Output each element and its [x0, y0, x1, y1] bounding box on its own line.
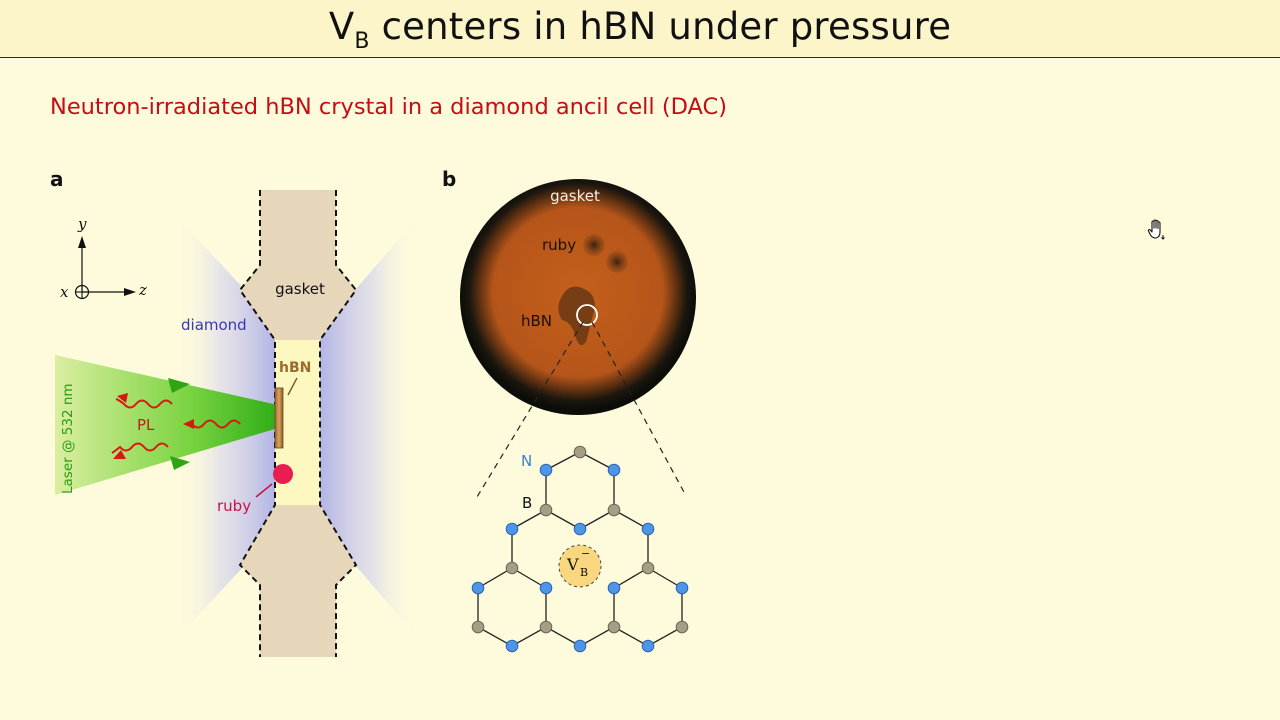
boron-atom: [607, 503, 621, 517]
pl-wave-bottom: [111, 442, 169, 454]
nitrogen-atom: [641, 639, 655, 653]
nitrogen-atom: [641, 522, 655, 536]
boron-atom: [641, 561, 655, 575]
lattice-bond: [647, 567, 683, 589]
nitrogen-atom: [539, 581, 553, 595]
slide-title: VB centers in hBN under pressure: [0, 0, 1280, 57]
hbn-label-a: hBN: [279, 360, 311, 376]
nitrogen-atom: [607, 581, 621, 595]
pl-label: PL: [137, 416, 155, 434]
gasket-outline-right: [319, 190, 358, 657]
boron-atom: [607, 620, 621, 634]
ruby-label-a: ruby: [217, 497, 251, 515]
panel-a-label: a: [50, 167, 64, 191]
boron-atom: [505, 561, 519, 575]
boron-atom: [573, 445, 587, 459]
nitrogen-atom: [573, 522, 587, 536]
pl-arrow-bottom: [113, 450, 126, 459]
lattice-bond: [511, 509, 547, 530]
boron-atom: [539, 620, 553, 634]
laser-arrow-top: [168, 378, 190, 393]
lattice-bond: [477, 626, 513, 647]
axis-z-label: z: [138, 281, 147, 299]
pl-arrow-middle: [183, 419, 194, 429]
gasket-bottom: [240, 505, 356, 657]
lattice-bond: [613, 567, 649, 589]
axis-y-arrow: [78, 236, 86, 248]
vacancy-v: V: [566, 555, 579, 574]
hbn-pointer: [287, 377, 298, 396]
lattice-bond: [613, 509, 649, 530]
vacancy-sub: B: [580, 566, 588, 579]
nitrogen-label: N: [521, 452, 532, 470]
ruby-pointer: [255, 483, 273, 498]
lattice-bond: [579, 509, 615, 530]
lattice-bond: [579, 451, 615, 471]
title-v: V: [328, 5, 355, 48]
nitrogen-atom: [505, 639, 519, 653]
photo-spot: [576, 304, 598, 326]
ruby-label-b: ruby: [542, 236, 576, 254]
zoom-line-left: [476, 321, 584, 498]
panel-b-label: b: [442, 167, 457, 191]
vacancy-sup: −: [581, 547, 590, 560]
hand-cursor-icon: [1147, 219, 1165, 240]
gasket-label-a: gasket: [275, 280, 325, 298]
lattice-bond: [579, 626, 615, 647]
title-subscript: B: [354, 29, 370, 54]
lattice-bond: [511, 567, 547, 589]
hbn-sample: [274, 387, 284, 449]
lattice-bond: [511, 626, 547, 647]
vacancy-site: [558, 544, 602, 588]
lattice-bond: [545, 509, 581, 530]
axis-y-label: y: [77, 215, 87, 233]
axis-x-label: x: [60, 283, 69, 301]
nitrogen-atom: [539, 463, 553, 477]
pl-wave-top: [115, 398, 173, 409]
pl-wave-middle: [191, 419, 241, 429]
boron-atom: [539, 503, 553, 517]
lattice-bonds: [477, 451, 683, 647]
boron-atom: [471, 620, 485, 634]
title-rest: centers in hBN under pressure: [369, 5, 952, 48]
gasket-top: [240, 190, 356, 340]
nitrogen-atom: [505, 522, 519, 536]
photo-ruby-1: [583, 234, 605, 256]
lattice-bond: [477, 567, 513, 589]
laser-beam: [55, 355, 278, 495]
nitrogen-atom: [573, 639, 587, 653]
pl-arrow-top: [117, 393, 128, 403]
gasket-label-b: gasket: [550, 187, 600, 205]
axis-z-arrow: [124, 288, 136, 296]
boron-label: B: [522, 494, 532, 512]
laser-arrow-bottom: [170, 456, 190, 470]
hbn-label-b: hBN: [521, 312, 552, 330]
nitrogen-atom: [471, 581, 485, 595]
nitrogen-atom: [675, 581, 689, 595]
boron-atom: [675, 620, 689, 634]
slide-subtitle: Neutron-irradiated hBN crystal in a diam…: [50, 94, 728, 120]
diamond-right: [320, 215, 420, 640]
lattice-atoms: [471, 445, 689, 653]
diamond-label: diamond: [181, 316, 247, 334]
nitrogen-atom: [607, 463, 621, 477]
laser-label: Laser @ 532 nm: [60, 383, 76, 494]
lattice-bond: [545, 451, 581, 471]
lattice-bond: [647, 626, 683, 647]
title-bar: [0, 0, 1280, 58]
lattice-bond: [613, 626, 649, 647]
ruby-sphere: [273, 464, 293, 484]
photo-ruby-2: [606, 251, 628, 273]
lattice-bond: [545, 626, 581, 647]
